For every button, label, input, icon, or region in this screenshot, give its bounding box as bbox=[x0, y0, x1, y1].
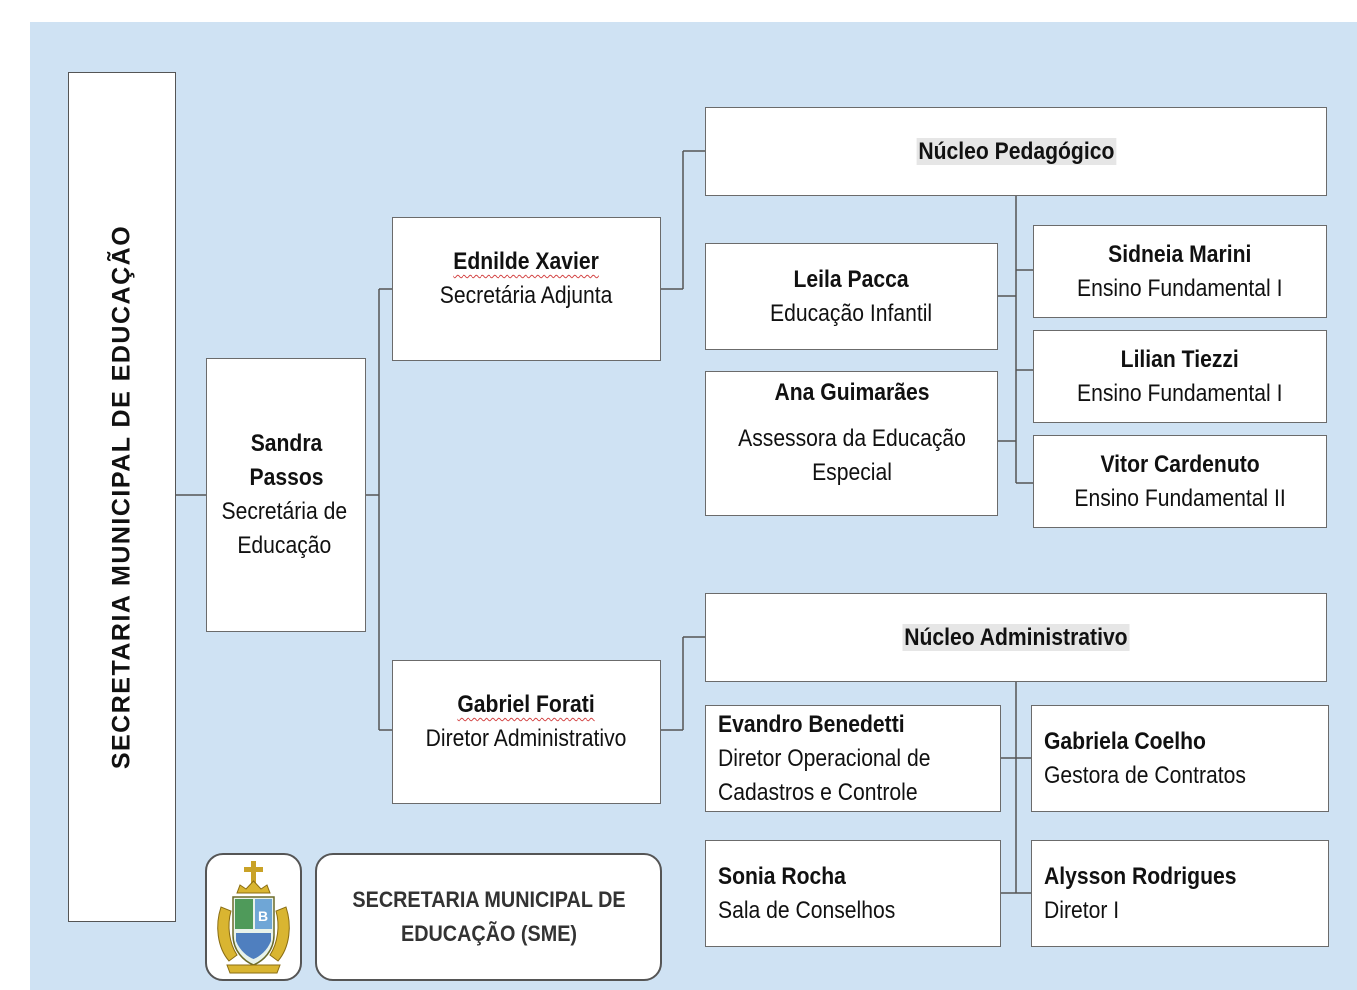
nucleo-pedagogico-title: Núcleo Pedagógico bbox=[916, 137, 1116, 165]
nucleo-administrativo-header: Núcleo Administrativo bbox=[705, 593, 1327, 682]
member-name: Gabriela Coelho bbox=[1044, 727, 1206, 755]
member-name: Leila Pacca bbox=[793, 265, 910, 293]
member-role: Ensino Fundamental II bbox=[1074, 484, 1286, 512]
member-role: Gestora de Contratos bbox=[1044, 761, 1246, 789]
member-role: Assessora da Educação Especial bbox=[737, 425, 966, 486]
coat-of-arms-icon: B bbox=[217, 861, 290, 974]
admin-director-role: Diretor Administrativo bbox=[426, 725, 627, 752]
member-role: Educação Infantil bbox=[770, 299, 933, 327]
admin-director-name: Gabriel Forati bbox=[457, 691, 596, 718]
member-role: Diretor Operacional de Cadastros e Contr… bbox=[718, 744, 931, 806]
member-gabriela-coelho: Gabriela Coelho Gestora de Contratos bbox=[1031, 705, 1329, 812]
member-sonia-rocha: Sonia Rocha Sala de Conselhos bbox=[705, 840, 1001, 947]
member-name: Alysson Rodrigues bbox=[1044, 862, 1237, 890]
secretary-name-line1: Sandra bbox=[250, 430, 322, 457]
secretary-box: Sandra Passos Secretária de Educação bbox=[206, 358, 366, 632]
sme-label: SECRETARIA MUNICIPAL DE EDUCAÇÃO (SME) bbox=[351, 887, 626, 946]
member-leila-pacca: Leila Pacca Educação Infantil bbox=[705, 243, 998, 350]
logo-box: B bbox=[205, 853, 302, 981]
adjunct-role: Secretária Adjunta bbox=[440, 282, 613, 309]
member-sidneia-marini: Sidneia Marini Ensino Fundamental I bbox=[1033, 225, 1327, 318]
adjunct-box: Ednilde Xavier Secretária Adjunta bbox=[392, 217, 661, 361]
root-title-box: SECRETARIA MUNICIPAL DE EDUCAÇÃO bbox=[68, 72, 176, 922]
member-name: Lilian Tiezzi bbox=[1120, 345, 1240, 373]
root-title: SECRETARIA MUNICIPAL DE EDUCAÇÃO bbox=[107, 224, 136, 770]
member-role: Diretor I bbox=[1044, 896, 1120, 924]
admin-director-box: Gabriel Forati Diretor Administrativo bbox=[392, 660, 661, 804]
member-evandro-benedetti: Evandro Benedetti Diretor Operacional de… bbox=[705, 705, 1001, 812]
member-role: Ensino Fundamental I bbox=[1077, 379, 1283, 407]
member-ana-guimaraes: Ana Guimarães Assessora da Educação Espe… bbox=[705, 371, 998, 516]
member-name: Evandro Benedetti bbox=[718, 710, 905, 738]
member-name: Sidneia Marini bbox=[1108, 240, 1252, 268]
member-name: Ana Guimarães bbox=[774, 379, 929, 406]
secretary-role: Secretária de Educação bbox=[220, 498, 347, 559]
nucleo-pedagogico-header: Núcleo Pedagógico bbox=[705, 107, 1327, 196]
member-lilian-tiezzi: Lilian Tiezzi Ensino Fundamental I bbox=[1033, 330, 1327, 423]
svg-text:B: B bbox=[258, 908, 268, 924]
nucleo-administrativo-title: Núcleo Administrativo bbox=[902, 623, 1130, 651]
member-name: Vitor Cardenuto bbox=[1100, 450, 1260, 478]
member-vitor-cardenuto: Vitor Cardenuto Ensino Fundamental II bbox=[1033, 435, 1327, 528]
sme-label-box: SECRETARIA MUNICIPAL DE EDUCAÇÃO (SME) bbox=[315, 853, 662, 981]
member-role: Ensino Fundamental I bbox=[1077, 274, 1283, 302]
member-role: Sala de Conselhos bbox=[718, 896, 896, 924]
member-alysson-rodrigues: Alysson Rodrigues Diretor I bbox=[1031, 840, 1329, 947]
adjunct-name: Ednilde Xavier bbox=[453, 248, 600, 275]
secretary-name-line2: Passos bbox=[249, 464, 323, 491]
member-name: Sonia Rocha bbox=[718, 862, 846, 890]
